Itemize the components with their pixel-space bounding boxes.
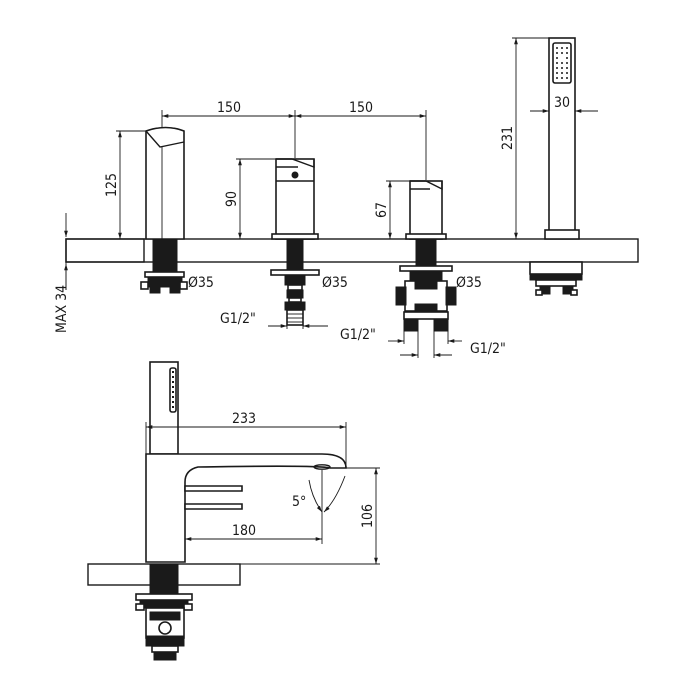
hole-left-label: Ø35 xyxy=(188,275,214,291)
side-reach-label: 180 xyxy=(232,523,256,539)
thread-mid-dimension: G1/2" xyxy=(220,311,328,329)
thread-mid-label: G1/2" xyxy=(220,311,256,327)
valve-2-underdeck xyxy=(395,238,457,332)
spout-height-label: 125 xyxy=(104,173,120,197)
deck-thickness-dimension: MAX 34 xyxy=(54,213,70,333)
side-view: 233 180 106 5° xyxy=(87,361,380,661)
side-spout-length-label: 233 xyxy=(232,411,256,427)
front-view: MAX 34 Ø35 xyxy=(54,37,639,358)
thread-right-a-label: G1/2" xyxy=(340,327,376,343)
spacing-left-label: 150 xyxy=(217,100,241,116)
spout-height-dimension: 125 xyxy=(104,130,146,239)
thread-right-dimension: G1/2" G1/2" xyxy=(340,327,506,358)
side-hand-shower xyxy=(149,361,179,455)
valve-2-height-dimension: 67 xyxy=(374,180,410,239)
shower-height-dimension: 231 xyxy=(500,37,549,239)
side-spout-length-dimension: 233 xyxy=(145,411,347,468)
hand-shower xyxy=(544,37,580,240)
shower-width-label: 30 xyxy=(554,95,570,111)
side-height-label: 106 xyxy=(360,504,376,528)
thread-right-b-label: G1/2" xyxy=(470,341,506,357)
hole-right-label: Ø35 xyxy=(456,275,482,291)
side-underdeck xyxy=(135,563,193,661)
valve-1-body xyxy=(271,158,319,240)
shower-height-label: 231 xyxy=(500,126,516,150)
side-height-dimension: 106 xyxy=(185,467,380,565)
spacing-right-label: 150 xyxy=(349,100,373,116)
side-angle-label: 5° xyxy=(292,494,306,510)
valve-1-height-dimension: 90 xyxy=(224,158,276,239)
shower-width-dimension: 30 xyxy=(530,95,598,113)
valve-1-height-label: 90 xyxy=(224,191,240,207)
spacing-dimension: 150 150 xyxy=(161,100,427,180)
side-reach-dimension: 180 xyxy=(185,470,323,544)
hole-mid-label: Ø35 xyxy=(322,275,348,291)
valve-2-body xyxy=(405,180,447,240)
spout-body xyxy=(145,126,185,240)
side-spout-body xyxy=(145,453,347,563)
valve-2-height-label: 67 xyxy=(374,202,390,218)
hand-shower-underdeck xyxy=(529,261,583,296)
side-angle-dimension: 5° xyxy=(292,475,346,513)
deck-hatched xyxy=(65,238,639,263)
valve-1-underdeck xyxy=(270,238,320,326)
max-deck-label: MAX 34 xyxy=(54,285,70,333)
spout-underdeck xyxy=(140,238,188,294)
